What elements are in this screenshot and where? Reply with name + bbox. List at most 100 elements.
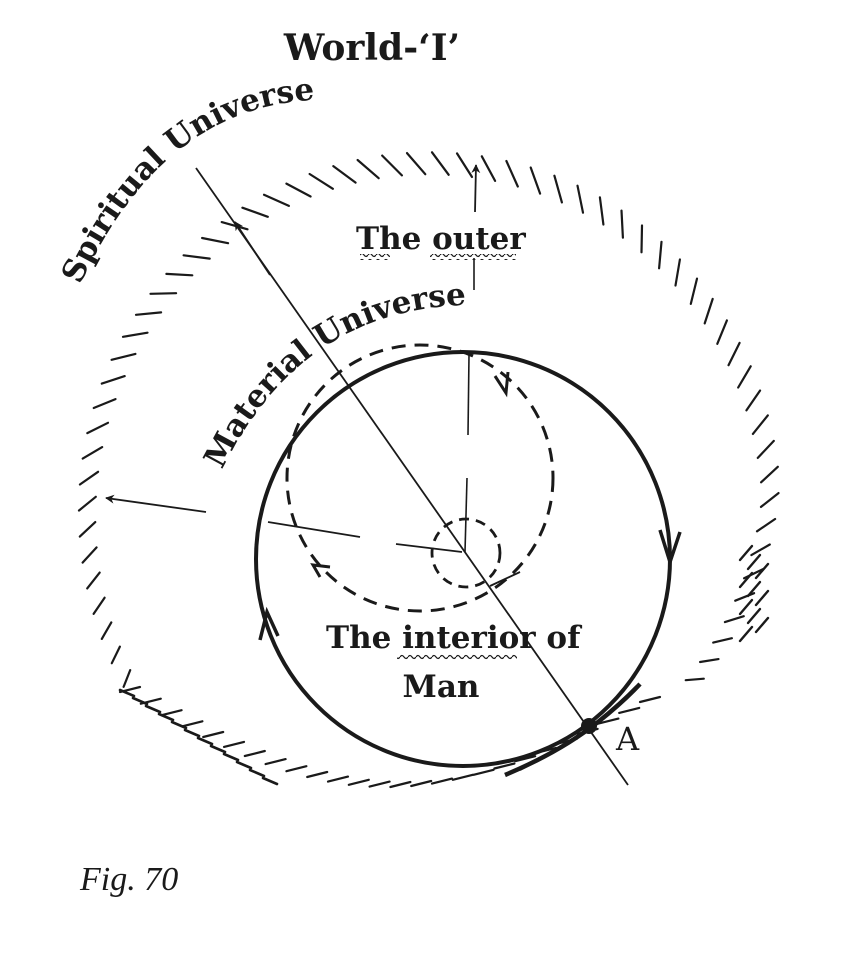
radial-left-middle [267,521,361,538]
hatch-stroke [122,668,132,689]
hatch-stroke [235,760,253,770]
hatch-stroke [698,657,720,664]
radial-left-inner [395,543,463,553]
hatch-stroke [480,155,497,182]
hatch-stroke [703,297,714,325]
hatch-stroke [472,768,495,776]
hatch-stroke [100,621,113,641]
hatch-stroke [734,592,756,602]
dashed-arrow-bottom [310,563,331,578]
hatch-stroke [368,780,391,788]
hatch-stroke [86,571,101,590]
hatch-stroke [755,517,777,533]
hatch-stroke [759,492,780,508]
hatch-stroke [746,607,762,625]
hatch-stroke [261,776,279,786]
hatch-stroke [430,151,450,176]
hatch-stroke [576,184,585,214]
hatch-stroke [92,596,106,616]
the-outer-label: The outer [356,221,526,257]
hatch-stroke [332,165,357,184]
circle-arrow-right [658,529,682,568]
radial-up-arrow [471,164,481,213]
hatch-stroke [157,712,175,722]
hatch-stroke [121,331,149,338]
hatch-stroke [737,365,752,389]
hatch-stroke [202,730,225,739]
hatch-stroke [745,389,762,412]
hatch-stroke [727,341,741,367]
hatch-stroke [92,398,117,410]
hatch-stroke [529,166,542,195]
hatch-stroke [201,236,230,245]
hatch-stroke [118,688,136,698]
hatch-stroke [181,720,204,728]
hatch-stroke [674,258,682,287]
hatch-stroke [110,352,137,361]
hatch-stroke [759,465,779,484]
hatch-stroke [285,765,308,773]
radial-up-inner [464,477,468,553]
hatch-stroke [738,571,754,589]
hatch-stroke [455,152,474,179]
hatch-stroke [134,311,163,316]
hatch-stroke [264,757,287,766]
hatch-stroke [306,770,329,779]
axis-arrow [234,221,271,276]
hatch-stroke [451,773,474,781]
interior-dashed-circle [285,343,555,613]
title-world-i: World-‘I’ [283,27,460,69]
hatch-stroke [751,414,769,435]
radial-left-arrow [105,494,207,513]
hatch-stroke [430,777,454,785]
hatch-stroke [308,172,334,190]
hatch-stroke [183,728,201,738]
hatch-stroke [100,375,126,385]
hatch-stroke [131,696,149,706]
man-label: Man [403,669,480,705]
hatch-stroke [746,580,762,598]
hatch-stroke [689,277,699,305]
outer-wavy-underline [430,254,516,260]
hatch-stroke [222,740,246,749]
hatch-stroke [598,196,605,226]
hatch-stroke [78,520,97,538]
hatch-stroke [165,272,194,277]
point-a-marker [581,718,597,734]
hatch-stroke [356,158,380,180]
hatch-stroke [81,546,98,564]
hatch-stroke [738,625,754,643]
tangent-stroke-2 [519,727,591,771]
hatch-stroke [241,206,269,218]
hatch-stroke [553,174,564,204]
hatch-stroke [222,752,240,762]
hatch-stroke [347,778,370,786]
material-universe-label: Material Universe [197,277,467,474]
hatch-stroke [410,779,433,788]
hatch-stroke [657,240,663,270]
hatch-stroke [81,446,104,460]
hatch-stroke [86,421,110,435]
hatch-stroke [77,495,97,512]
hatch-stroke [505,159,519,188]
circle-arrow-left [258,606,280,641]
radial-up-middle [467,354,470,436]
radial-lower-right [489,571,521,587]
hatch-stroke [618,706,641,715]
hatch-stroke [756,439,775,459]
hatch-stroke [243,749,266,758]
hatch-stroke [716,319,729,345]
point-a-label: A [615,720,640,758]
hatch-stroke [746,553,762,571]
interior-label: The interior of [326,620,582,656]
hatch-stroke [754,562,770,580]
hatch-stroke [149,292,178,295]
hatch-stroke [381,154,403,177]
interior-wavy-underline [397,654,517,660]
hatch-stroke [684,677,705,682]
hatch-stroke [160,709,183,717]
hatch-stroke [248,768,266,778]
hatch-stroke [182,254,211,260]
hatch-stroke [285,182,312,198]
